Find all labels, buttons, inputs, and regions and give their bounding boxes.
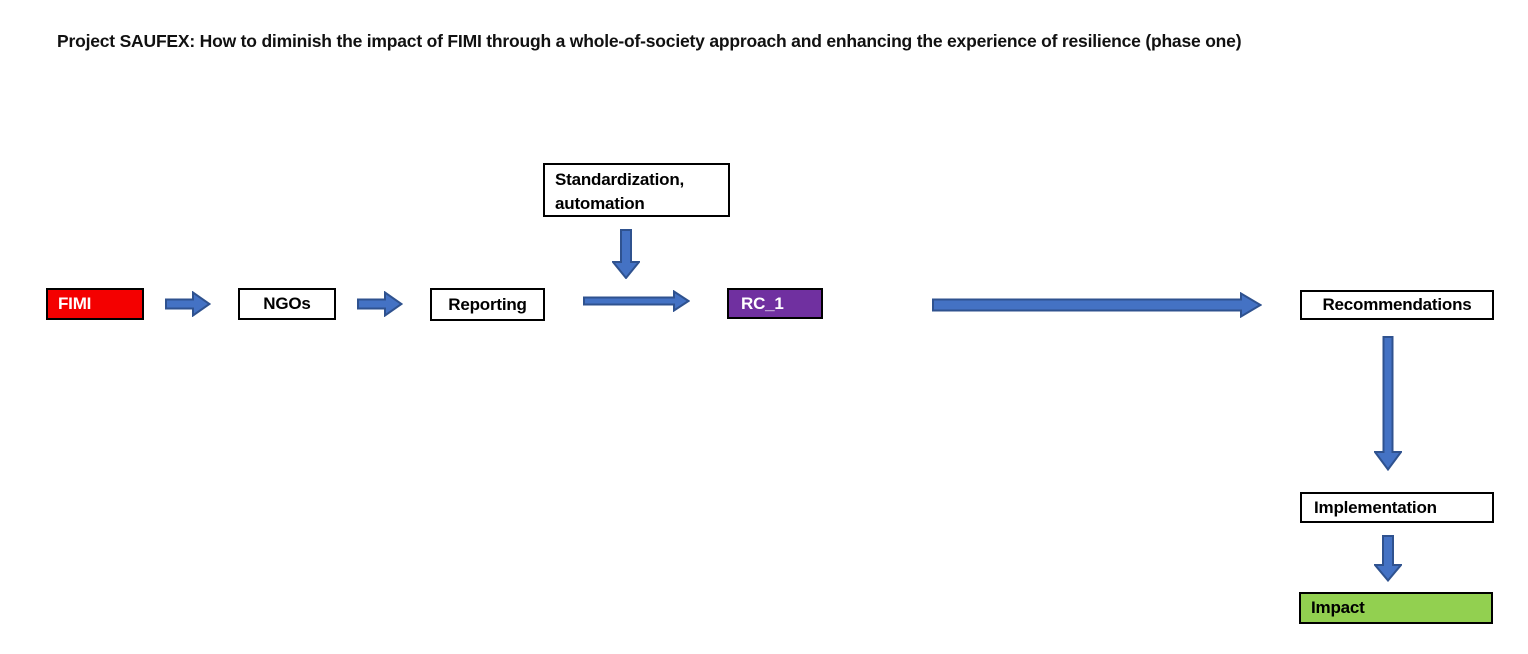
node-recommendations: Recommendations: [1300, 290, 1494, 320]
arrow-shape: [357, 291, 403, 317]
arrow-shape: [583, 290, 690, 312]
node-reporting: Reporting: [430, 288, 545, 321]
node-ngos: NGOs: [238, 288, 336, 320]
standardization-line1: Standardization,: [555, 170, 685, 189]
standardization-line2: automation: [555, 194, 645, 213]
arrow-implementation-to-impact: [1374, 535, 1402, 582]
arrow-recommendations-to-implementation: [1374, 336, 1402, 471]
arrow-ngos-to-reporting: [357, 291, 403, 317]
arrow-fimi-to-ngos: [165, 291, 211, 317]
arrow-rc1-to-recommendations: [932, 292, 1262, 318]
arrow-reporting-to-rc1: [583, 290, 690, 312]
node-rc1: RC_1: [727, 288, 823, 319]
node-implementation: Implementation: [1300, 492, 1494, 523]
arrow-shape: [932, 292, 1262, 318]
node-impact: Impact: [1299, 592, 1493, 624]
arrow-standardization-down: [612, 229, 640, 279]
arrow-shape: [165, 291, 211, 317]
arrow-shape: [1374, 535, 1402, 582]
node-standardization-automation: Standardization, automation: [543, 163, 730, 217]
arrow-shape: [612, 229, 640, 279]
arrow-shape: [1374, 336, 1402, 471]
node-fimi: FIMI: [46, 288, 144, 320]
diagram-title: Project SAUFEX: How to diminish the impa…: [57, 31, 1242, 51]
